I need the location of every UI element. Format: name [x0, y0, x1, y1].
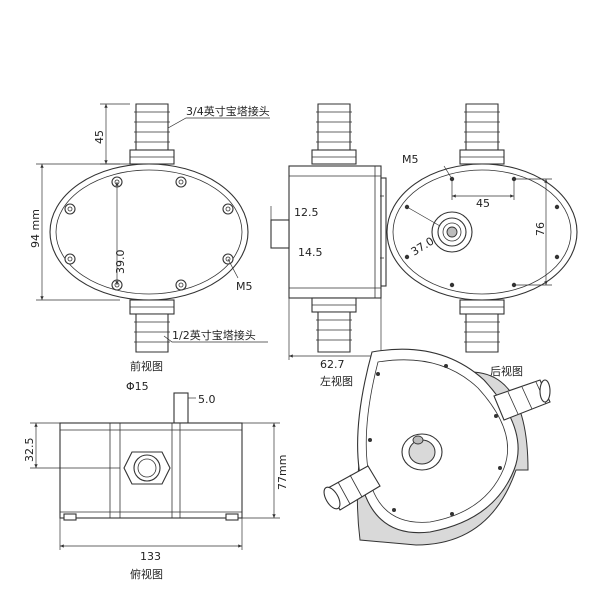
back-label-m5: M5: [402, 153, 419, 166]
front-view: 45 94 mm 39.0 3/4英寸宝塔接头 M5 1/2英寸宝塔接头 前视图: [29, 103, 270, 373]
front-bottom-barb: [129, 299, 175, 353]
back-bottom-barb: [459, 299, 505, 353]
iso-shaft-boss: [401, 433, 443, 471]
front-dim-45: 45: [93, 130, 106, 144]
left-body: [288, 165, 382, 299]
left-inlet-stub: [270, 219, 290, 249]
back-shaft-boss: [431, 211, 473, 253]
top-shaft: [173, 392, 189, 424]
front-label-m5: M5: [236, 280, 253, 293]
back-view-title: 后视图: [490, 364, 523, 378]
top-port: [123, 451, 171, 485]
back-dim-76: 76: [534, 222, 547, 236]
top-view-title: 俯视图: [130, 567, 163, 581]
left-bottom-barb: [311, 297, 357, 353]
back-dim-45: 45: [476, 197, 490, 210]
left-dim-12-5: 12.5: [294, 206, 319, 219]
back-bolt-holes: [404, 176, 560, 288]
back-body: [386, 163, 578, 301]
iso-inlet-barb: [323, 465, 381, 511]
left-view: 12.5 14.5 62.7 左视图: [270, 103, 387, 388]
left-top-barb: [311, 103, 357, 165]
back-top-barb: [459, 103, 505, 165]
iso-outlet-barb: [493, 379, 551, 421]
iso-view: [323, 348, 551, 546]
front-dim-39: 39.0: [114, 250, 127, 275]
front-top-barb: [129, 103, 175, 165]
front-view-title: 前视图: [130, 359, 163, 373]
top-view: Φ15 5.0 32.5 77mm 133 俯视图: [23, 380, 289, 581]
front-label-barb-12: 1/2英寸宝塔接头: [172, 328, 256, 342]
left-view-title: 左视图: [320, 374, 353, 388]
front-label-barb-34: 3/4英寸宝塔接头: [186, 104, 270, 118]
top-dim-5-0: 5.0: [198, 393, 216, 406]
front-dim-94: 94 mm: [29, 209, 42, 248]
back-view: 45 76 37.0 M5 后视图: [386, 103, 578, 378]
top-dim-32-5: 32.5: [23, 438, 36, 463]
top-dim-77: 77mm: [276, 455, 289, 490]
top-dim-133: 133: [140, 550, 161, 563]
front-body: [49, 163, 249, 301]
left-dim-14-5: 14.5: [298, 246, 323, 259]
top-dim-phi15: Φ15: [126, 380, 149, 393]
left-dim-62-7: 62.7: [320, 358, 345, 371]
